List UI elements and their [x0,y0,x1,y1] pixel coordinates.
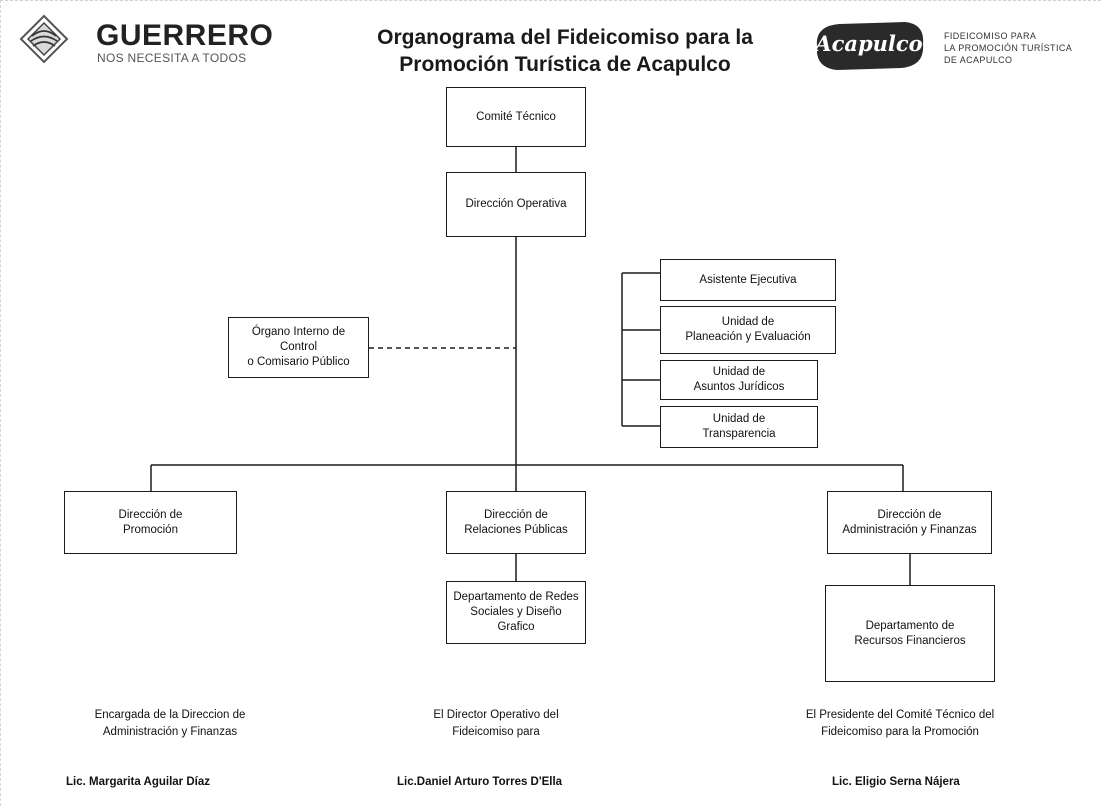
box-unidad-juridicos: Unidad de Asuntos Jurídicos [660,360,818,400]
page-title: Organograma del Fideicomiso para la Prom… [355,24,775,78]
fideicomiso-line-3: DE ACAPULCO [944,55,1013,65]
title-line-1: Organograma del Fideicomiso para la [377,26,753,49]
signature-right-role: El Presidente del Comité Técnico del Fid… [805,709,995,738]
fideicomiso-label: FIDEICOMISO PARA LA PROMOCIÓN TURÍSTICA … [944,30,1084,66]
box-direccion-administracion: Dirección de Administración y Finanzas [827,491,992,554]
box-asistente-ejecutiva: Asistente Ejecutiva [660,259,836,301]
acapulco-logo-text: Acapulco [813,31,922,56]
box-direccion-operativa: Dirección Operativa [446,172,586,237]
signature-right-name: Lic. Eligio Serna Nájera [832,776,960,788]
fideicomiso-line-2: LA PROMOCIÓN TURÍSTICA [944,43,1073,53]
box-direccion-promocion: Dirección de Promoción [64,491,237,554]
title-line-2: Promoción Turística de Acapulco [399,53,731,76]
box-unidad-transparencia: Unidad de Transparencia [660,406,818,448]
box-unidad-planeacion: Unidad de Planeación y Evaluación [660,306,836,354]
signature-center-role: El Director Operativo del Fideicomiso pa… [433,709,559,738]
guerrero-emblem-icon [19,14,69,64]
scan-edge-top [0,0,1101,4]
signature-left-role: Encargada de la Direccion de Administrac… [94,709,246,738]
fideicomiso-line-1: FIDEICOMISO PARA [944,31,1037,41]
scan-edge-left [0,0,5,806]
box-depto-redes: Departamento de Redes Sociales y Diseño … [446,581,586,644]
brand-name: GUERRERO [96,19,274,52]
acapulco-logo-icon: Acapulco [813,22,924,70]
box-direccion-relaciones: Dirección de Relaciones Públicas [446,491,586,554]
signature-center-name: Lic.Daniel Arturo Torres D'Ella [397,776,563,788]
box-depto-recursos: Departamento de Recursos Financieros [825,585,995,682]
box-comite-tecnico: Comité Técnico [446,87,586,147]
signature-left-name: Lic. Margarita Aguilar Díaz [66,776,210,788]
box-organo-control: Órgano Interno de Control o Comisario Pú… [228,317,369,378]
brand-tagline: NOS NECESITA A TODOS [97,51,247,65]
